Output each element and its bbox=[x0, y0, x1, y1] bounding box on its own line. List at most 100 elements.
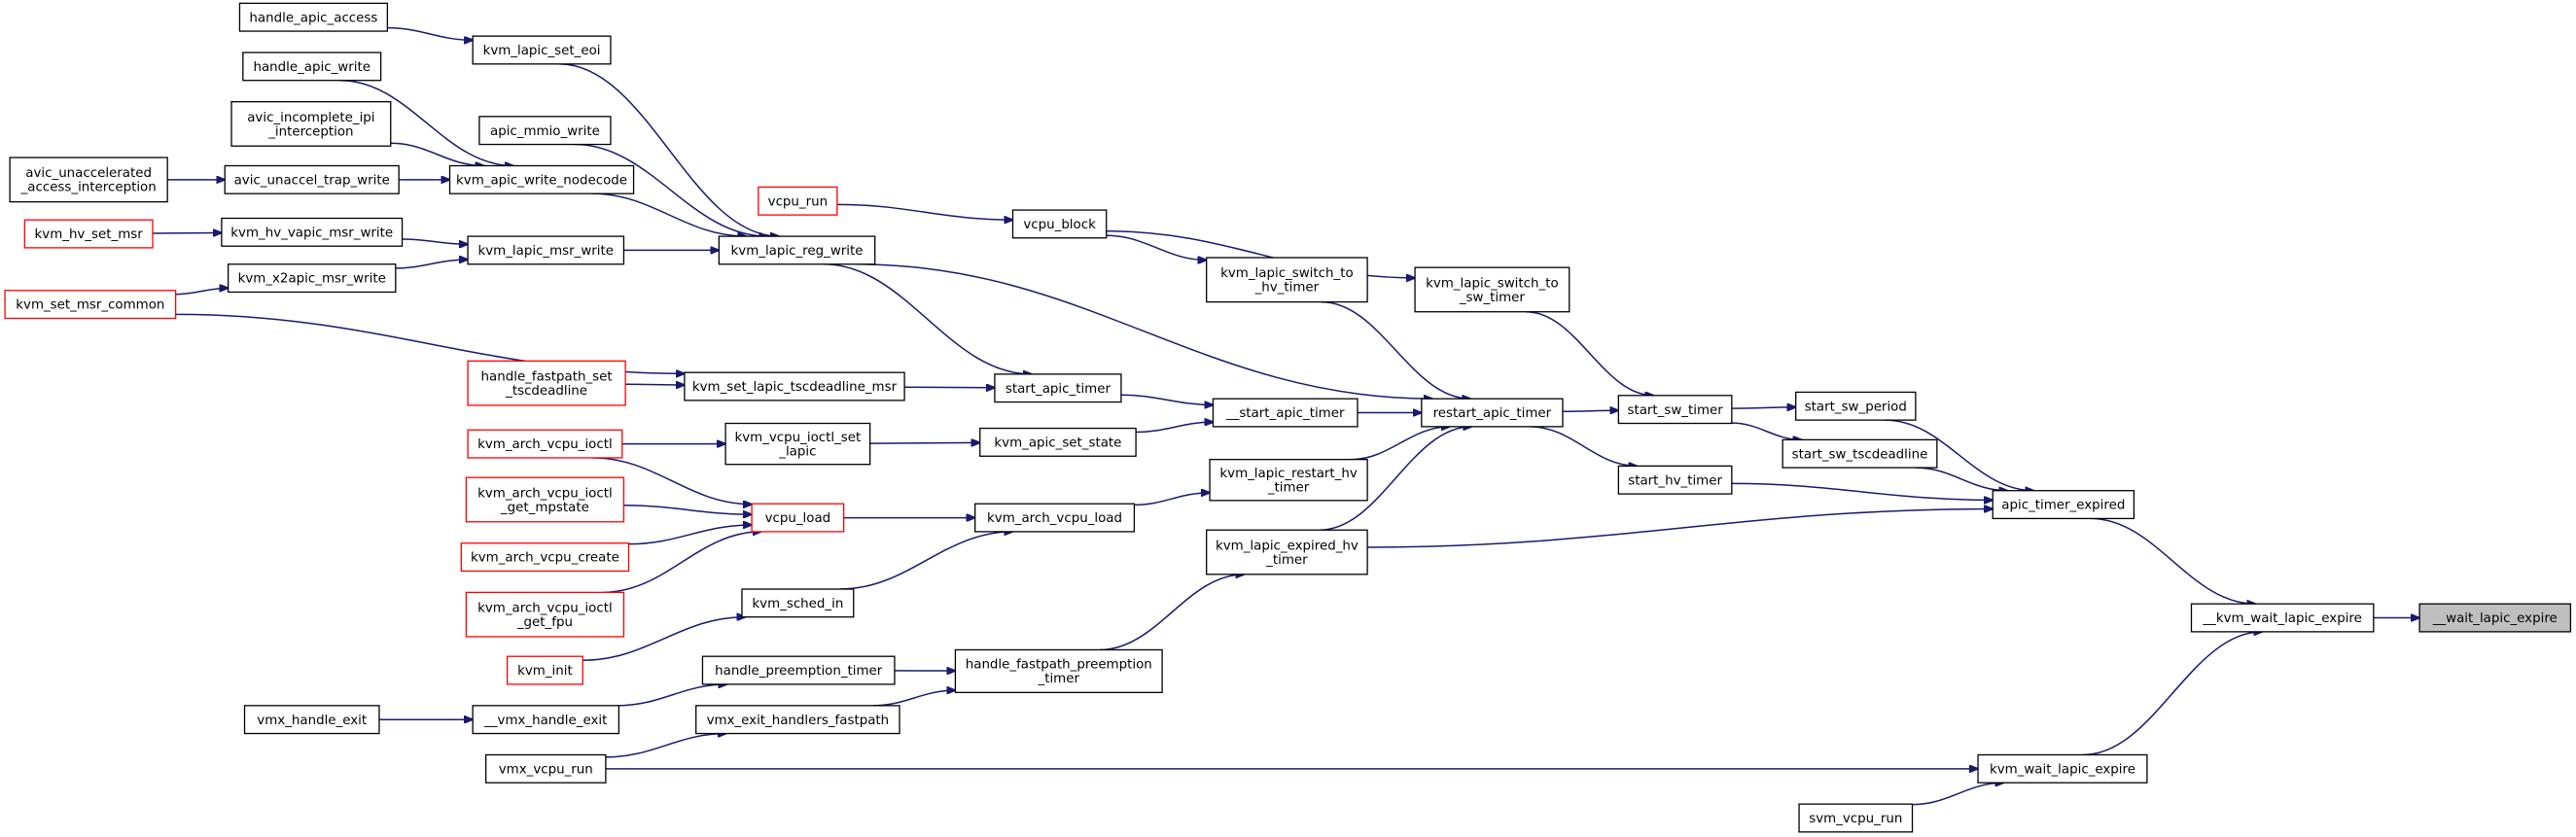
node-handle-fastpath-preemption-timer[interactable]: handle_fastpath_preemption_timer bbox=[954, 648, 1163, 693]
node-vmx-handle-exit[interactable]: vmx_handle_exit bbox=[243, 705, 380, 735]
edge-handle-fastpath-set-tscdeadline-to-kvm-set-lapic-tscdeadline-msr bbox=[625, 384, 685, 385]
node-vmx-exit-handlers-fastpath[interactable]: vmx_exit_handlers_fastpath bbox=[695, 705, 900, 735]
node-kvm-lapic-restart-hv-timer[interactable]: kvm_lapic_restart_hv_timer bbox=[1209, 458, 1368, 502]
node-label: _lapic bbox=[778, 444, 816, 459]
node-start-apic-timer[interactable]: __start_apic_timer bbox=[1212, 398, 1359, 428]
node-box bbox=[9, 157, 168, 203]
node-label: _get_fpu bbox=[516, 615, 573, 630]
node-box bbox=[465, 591, 625, 638]
node-kvm-lapic-expired-hv-timer[interactable]: kvm_lapic_expired_hv_timer bbox=[1206, 529, 1368, 575]
edge-kvm-lapic-restart-hv-timer-to-restart-apic-timer bbox=[1350, 427, 1450, 461]
node-box bbox=[979, 427, 1137, 457]
node-handle-apic-access[interactable]: handle_apic_access bbox=[238, 2, 389, 32]
node-kvm-wait-lapic-expire[interactable]: kvm_wait_lapic_expire bbox=[1977, 753, 2148, 784]
node-box bbox=[1795, 391, 1917, 421]
node-label: handle_apic_access bbox=[249, 11, 377, 25]
node-box bbox=[467, 235, 625, 265]
edge-kvm-set-msr-common-to-kvm-x2apic-msr-write bbox=[175, 288, 229, 296]
node-layer: handle_apic_access kvm_lapic_set_eoihandl… bbox=[4, 2, 2572, 833]
node-kvm-vcpu-ioctl-set-lapic[interactable]: kvm_vcpu_ioctl_set_lapic bbox=[724, 422, 871, 466]
node-avic-unaccelerated[interactable]: avic_unaccelerated_access_interception bbox=[9, 157, 168, 203]
node-box bbox=[484, 753, 607, 784]
node-vcpu-load[interactable]: vcpu_load bbox=[751, 503, 845, 533]
node-label: kvm_x2apic_msr_write bbox=[238, 272, 386, 287]
node-svm-vcpu-run[interactable]: svm_vcpu_run bbox=[1798, 803, 1914, 833]
node-box bbox=[1617, 395, 1733, 425]
node-start-sw-period[interactable]: start_sw_period bbox=[1795, 391, 1917, 421]
node-start-sw-timer[interactable]: start_sw_timer bbox=[1617, 395, 1733, 425]
node-avic-incomplete-ipi[interactable]: avic_incomplete_ipi_interception bbox=[230, 101, 392, 147]
edge-kvm-lapic-expired-hv-timer-to-apic-timer-expired bbox=[1367, 509, 1993, 548]
node-kvm-x2apic-msr-write[interactable]: kvm_x2apic_msr_write bbox=[227, 263, 397, 294]
node-vmx-handle-exit[interactable]: __vmx_handle_exit bbox=[472, 705, 620, 735]
edge-kvm-lapic-reg-write-to-start-apic-timer bbox=[823, 263, 1032, 374]
node-label: kvm_lapic_restart_hv bbox=[1219, 467, 1357, 481]
node-kvm-arch-vcpu-ioctl-get-fpu[interactable]: kvm_arch_vcpu_ioctl_get_fpu bbox=[465, 591, 625, 638]
node-kvm-wait-lapic-expire[interactable]: __kvm_wait_lapic_expire bbox=[2190, 603, 2375, 633]
node-kvm-lapic-set-eoi[interactable]: kvm_lapic_set_eoi bbox=[472, 35, 612, 65]
node-box bbox=[718, 235, 876, 265]
node-start-apic-timer[interactable]: start_apic_timer bbox=[994, 373, 1122, 403]
node-vcpu-run[interactable]: vcpu_run bbox=[758, 186, 838, 216]
node-box bbox=[1977, 753, 2148, 784]
node-kvm-set-lapic-tscdeadline-msr[interactable]: kvm_set_lapic_tscdeadline_msr bbox=[684, 371, 905, 401]
node-start-hv-timer[interactable]: start_hv_timer bbox=[1617, 465, 1733, 495]
node-apic-mmio-write[interactable]: apic_mmio_write bbox=[478, 116, 612, 146]
node-box bbox=[242, 52, 382, 82]
edge-kvm-set-lapic-tscdeadline-msr-to-start-apic-timer bbox=[904, 387, 995, 388]
node-kvm-apic-write-nodecode[interactable]: kvm_apic_write_nodecode bbox=[448, 164, 635, 194]
node-kvm-init[interactable]: kvm_init bbox=[506, 655, 583, 685]
node-box bbox=[994, 373, 1122, 403]
edge-start-apic-timer-to---start-apic-timer bbox=[1120, 394, 1214, 404]
node-label: kvm_lapic_switch_to bbox=[1220, 266, 1354, 281]
node-kvm-set-msr-common[interactable]: kvm_set_msr_common bbox=[4, 290, 177, 320]
node-box bbox=[684, 371, 905, 401]
node-label: kvm_set_msr_common bbox=[16, 298, 164, 313]
edge-kvm-lapic-set-eoi-to-kvm-lapic-reg-write bbox=[559, 63, 779, 236]
edge-kvm-arch-vcpu-ioctl-get-fpu-to-vcpu-load bbox=[602, 532, 761, 594]
node-wait-lapic-expire[interactable]: __wait_lapic_expire bbox=[2418, 603, 2572, 633]
edge-svm-vcpu-run-to-kvm-wait-lapic-expire bbox=[1912, 783, 2004, 806]
node-label: start_hv_timer bbox=[1628, 473, 1722, 488]
node-handle-fastpath-set-tscdeadline[interactable]: handle_fastpath_set_tscdeadline bbox=[467, 360, 626, 406]
node-kvm-arch-vcpu-create[interactable]: kvm_arch_vcpu_create bbox=[460, 542, 630, 573]
node-handle-preemption-timer[interactable]: handle_preemption_timer bbox=[701, 655, 896, 685]
node-kvm-hv-vapic-msr-write[interactable]: kvm_hv_vapic_msr_write bbox=[221, 217, 404, 247]
node-kvm-lapic-switch-to-hv-timer[interactable]: kvm_lapic_switch_to_hv_timer bbox=[1206, 257, 1368, 303]
node-kvm-arch-vcpu-load[interactable]: kvm_arch_vcpu_load bbox=[974, 503, 1136, 533]
node-kvm-hv-set-msr[interactable]: kvm_hv_set_msr bbox=[23, 219, 154, 249]
node-box bbox=[243, 705, 380, 735]
node-restart-apic-timer[interactable]: restart_apic_timer bbox=[1421, 398, 1564, 428]
node-label: vcpu_run bbox=[768, 194, 828, 209]
node-box bbox=[460, 542, 630, 573]
node-vmx-vcpu-run[interactable]: vmx_vcpu_run bbox=[484, 753, 607, 784]
edge-kvm-hv-set-msr-to-kvm-hv-vapic-msr-write bbox=[152, 233, 222, 234]
node-avic-unaccel-trap-write[interactable]: avic_unaccel_trap_write bbox=[224, 164, 400, 194]
node-vcpu-block[interactable]: vcpu_block bbox=[1011, 209, 1108, 239]
node-label: kvm_lapic_set_eoi bbox=[483, 44, 601, 58]
node-box bbox=[472, 35, 612, 65]
edge---vmx-handle-exit-to-handle-preemption-timer bbox=[617, 684, 727, 707]
node-kvm-sched-in[interactable]: kvm_sched_in bbox=[741, 588, 855, 618]
edge-kvm-arch-vcpu-load-to-kvm-lapic-restart-hv-timer bbox=[1134, 493, 1210, 506]
node-handle-apic-write[interactable]: handle_apic_write bbox=[242, 52, 382, 82]
edge-vmx-exit-handlers-fastpath-to-handle-fastpath-preemption-timer bbox=[872, 690, 956, 707]
node-box bbox=[751, 503, 845, 533]
node-kvm-arch-vcpu-ioctl[interactable]: kvm_arch_vcpu_ioctl bbox=[467, 429, 623, 459]
node-start-sw-tscdeadline[interactable]: start_sw_tscdeadline bbox=[1782, 438, 1938, 469]
node-label: kvm_arch_vcpu_load bbox=[987, 511, 1122, 526]
node-label: kvm_hv_vapic_msr_write bbox=[230, 226, 393, 240]
node-kvm-lapic-msr-write[interactable]: kvm_lapic_msr_write bbox=[467, 235, 625, 265]
edge-handle-fastpath-preemption-timer-to-kvm-lapic-expired-hv-timer bbox=[1099, 575, 1245, 651]
node-box bbox=[224, 164, 400, 194]
node-kvm-apic-set-state[interactable]: kvm_apic_set_state bbox=[979, 427, 1137, 457]
node-label: avic_unaccelerated bbox=[25, 166, 152, 181]
node-label: start_apic_timer bbox=[1006, 382, 1112, 397]
node-label: handle_apic_write bbox=[253, 60, 370, 75]
node-apic-timer-expired[interactable]: apic_timer_expired bbox=[1992, 490, 2135, 520]
node-kvm-arch-vcpu-ioctl-get-mpstate[interactable]: kvm_arch_vcpu_ioctl_get_mpstate bbox=[465, 476, 625, 523]
node-box bbox=[1798, 803, 1914, 833]
node-label: __vmx_handle_exit bbox=[483, 714, 607, 728]
node-kvm-lapic-reg-write[interactable]: kvm_lapic_reg_write bbox=[718, 235, 876, 265]
node-kvm-lapic-switch-to-sw-timer[interactable]: kvm_lapic_switch_to_sw_timer bbox=[1414, 266, 1570, 313]
